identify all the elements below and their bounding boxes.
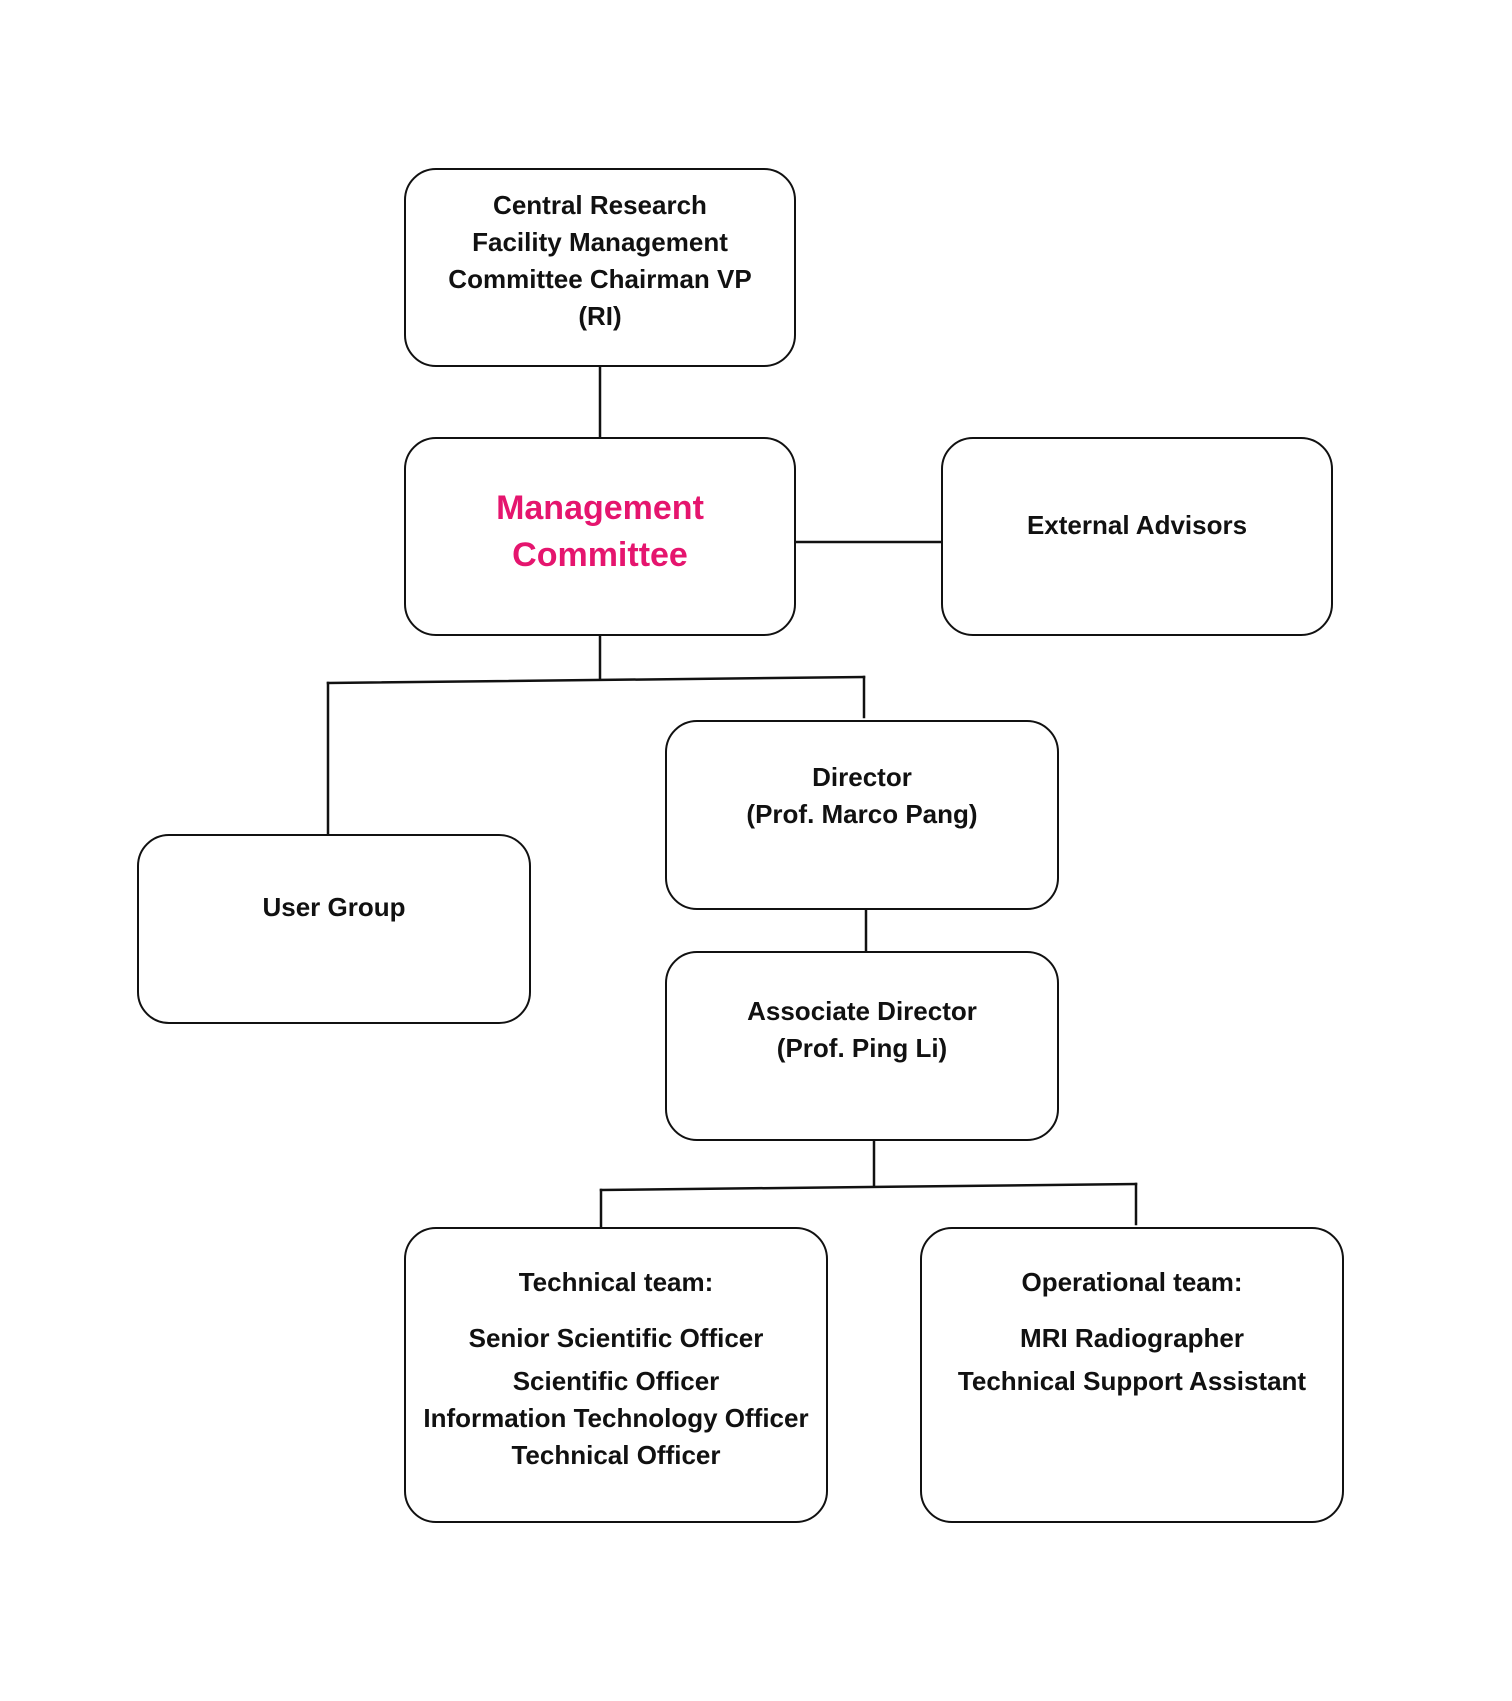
- node-text-line: Associate Director: [747, 996, 977, 1026]
- node-text-line: Management: [496, 488, 704, 527]
- node-text-line: User Group: [262, 892, 406, 922]
- node-external-advisors: External Advisors: [941, 437, 1333, 636]
- node-text-line: (Prof. Ping Li): [776, 1033, 948, 1063]
- team-member: Senior Scientific Officer: [468, 1323, 764, 1353]
- node-technical-team: Technical team: Senior Scientific Office…: [404, 1227, 828, 1523]
- node-director: Director (Prof. Marco Pang): [665, 720, 1059, 910]
- node-text-line: Director: [812, 762, 912, 792]
- team-members-list: MRI Radiographer Technical Support Assis…: [922, 1320, 1342, 1400]
- team-member: Scientific Officer: [512, 1366, 720, 1396]
- edge-associate-branch-bar: [599, 1182, 1138, 1192]
- node-management-committee: Management Committee: [404, 437, 796, 636]
- node-text-line: Central Research: [493, 190, 707, 220]
- node-text-line: Facility Management: [472, 227, 728, 257]
- team-title: Operational team:: [1021, 1267, 1243, 1297]
- team-member: Technical Officer: [511, 1440, 721, 1470]
- node-text-line: Committee Chairman VP: [448, 264, 752, 294]
- team-member: Information Technology Officer: [423, 1403, 809, 1433]
- node-crf-management-committee-chairman: Central Research Facility Management Com…: [404, 168, 796, 367]
- team-members-list: Senior Scientific Officer Scientific Off…: [406, 1320, 826, 1474]
- team-member: MRI Radiographer: [1020, 1323, 1244, 1353]
- edge-management-branch-bar: [326, 675, 866, 685]
- node-operational-team: Operational team: MRI Radiographer Techn…: [920, 1227, 1344, 1523]
- node-associate-director: Associate Director (Prof. Ping Li): [665, 951, 1059, 1141]
- node-text-line: (RI): [578, 301, 622, 331]
- node-text-line: (Prof. Marco Pang): [746, 799, 978, 829]
- node-text-line: External Advisors: [1026, 510, 1248, 540]
- team-member: Technical Support Assistant: [957, 1366, 1307, 1396]
- team-title: Technical team:: [518, 1267, 714, 1297]
- node-text-line: Committee: [512, 535, 688, 574]
- node-user-group: User Group: [137, 834, 531, 1024]
